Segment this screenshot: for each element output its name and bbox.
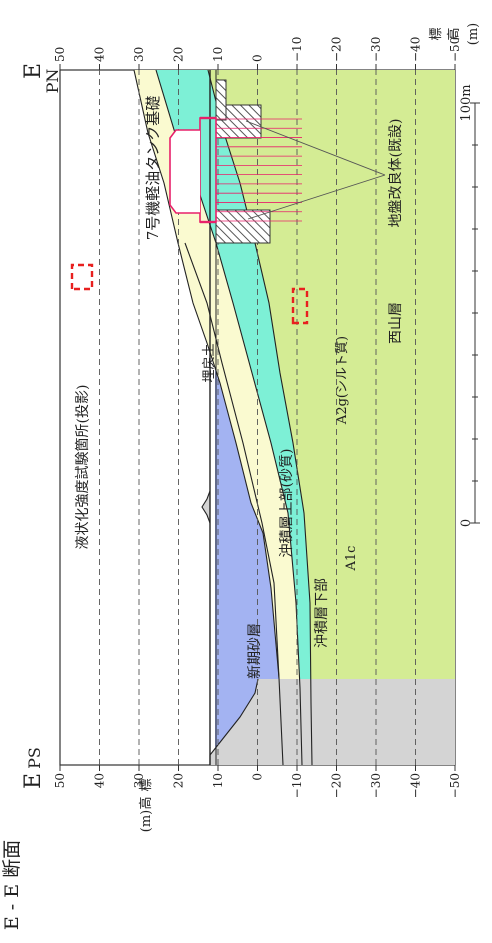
- axis-label-char-1: 標: [139, 778, 154, 791]
- label-fill: 埋戻土: [202, 343, 217, 382]
- scale-end-label: 100m: [459, 84, 474, 121]
- legend: 液状化強度試験箇所(投影): [70, 263, 94, 550]
- axis-label-char-3-right: (m): [466, 23, 481, 45]
- layer-labels: 7号機軽油タンク基礎 埋戻土 新期砂層 沖積層上部(砂質) 沖積層下部 A2g(…: [144, 96, 404, 679]
- improvement-leaders: [245, 120, 386, 220]
- axis-tick-label: 50: [53, 773, 67, 788]
- axis-tick-label: 20: [172, 47, 186, 62]
- label-improvement: 地盤改良体(既設): [388, 119, 404, 228]
- tank-body: [169, 129, 200, 214]
- axis-tick-label: 10: [211, 773, 225, 788]
- axis-tick-label: 40: [93, 47, 107, 62]
- label-alluvium-lower: 沖積層下部: [314, 578, 330, 648]
- section-end-left: E PS: [21, 747, 46, 789]
- axis-tick-label: 40: [93, 773, 107, 788]
- axis-tick-label: −20: [330, 37, 344, 62]
- axis-tick-label: 0: [251, 773, 265, 781]
- elevation-label-right: 標 高 (m): [429, 23, 481, 45]
- axis-tick-label: −40: [409, 773, 423, 798]
- axis-tick-label: 20: [172, 773, 186, 788]
- tank-foundation: [169, 116, 302, 224]
- layer-new-sand: [208, 70, 455, 765]
- axis-tick-label: −10: [290, 37, 304, 62]
- section-end-right: E PN: [21, 63, 62, 93]
- layer-fill-ground-mound: [202, 491, 210, 523]
- scale-zero-label: 0: [459, 519, 474, 527]
- axis-tick-label: −50: [448, 37, 462, 62]
- axis-tick-label: 30: [132, 773, 146, 788]
- legend-test-marker: [70, 263, 94, 291]
- elevation-axis-right: 50 40 30 20 10 0 −10 −20 −30 −40 −50: [53, 37, 462, 70]
- improvement-body-right-top: [215, 79, 227, 121]
- axis-tick-label: 30: [132, 47, 146, 62]
- elevation-gridlines: [99, 70, 416, 765]
- axis-tick-label: −50: [448, 773, 462, 798]
- label-a2g: A2g(シルト質): [335, 336, 350, 425]
- axis-label-char-1-right: 標: [429, 27, 444, 40]
- section-title: E - E 断面: [1, 840, 23, 930]
- liquefaction-test-marker: [291, 287, 309, 325]
- axis-label-char-2: 高: [138, 796, 154, 809]
- end-right-letter: E: [21, 63, 46, 79]
- improvement-body-left: [215, 209, 271, 244]
- axis-tick-label: 50: [53, 47, 67, 62]
- axis-tick-label: −20: [330, 773, 344, 798]
- axis-tick-label: −40: [409, 37, 423, 62]
- label-nishiyama: 西山層: [388, 302, 404, 344]
- axis-tick-label: 10: [211, 47, 225, 62]
- elevation-label-left: 標 高 (m): [138, 778, 154, 832]
- layer-fill-ground: [210, 679, 455, 765]
- label-alluvium-upper: 沖積層上部(砂質): [279, 449, 295, 558]
- legend-test-label: 液状化強度試験箇所(投影): [74, 385, 91, 550]
- axis-tick-label: 0: [251, 54, 265, 62]
- label-alc: A1c: [344, 546, 359, 572]
- axis-label-char-2-right: 高: [446, 27, 462, 40]
- scale-bar: 0 100m: [459, 84, 480, 527]
- label-new-sand: 新期砂層: [247, 623, 263, 679]
- elevation-axis-left: 50 40 30 20 10 0 −10 −20 −30 −40 −50: [53, 765, 462, 798]
- end-right-tag: PN: [43, 69, 62, 94]
- end-left-letter: E: [21, 773, 46, 789]
- end-left-tag: PS: [25, 747, 44, 769]
- axis-tick-label: −30: [369, 773, 383, 798]
- axis-tick-label: −10: [290, 773, 304, 798]
- axis-tick-label: −30: [369, 37, 383, 62]
- label-tank: 7号機軽油タンク基礎: [144, 96, 162, 241]
- axis-label-char-3: (m): [139, 810, 154, 832]
